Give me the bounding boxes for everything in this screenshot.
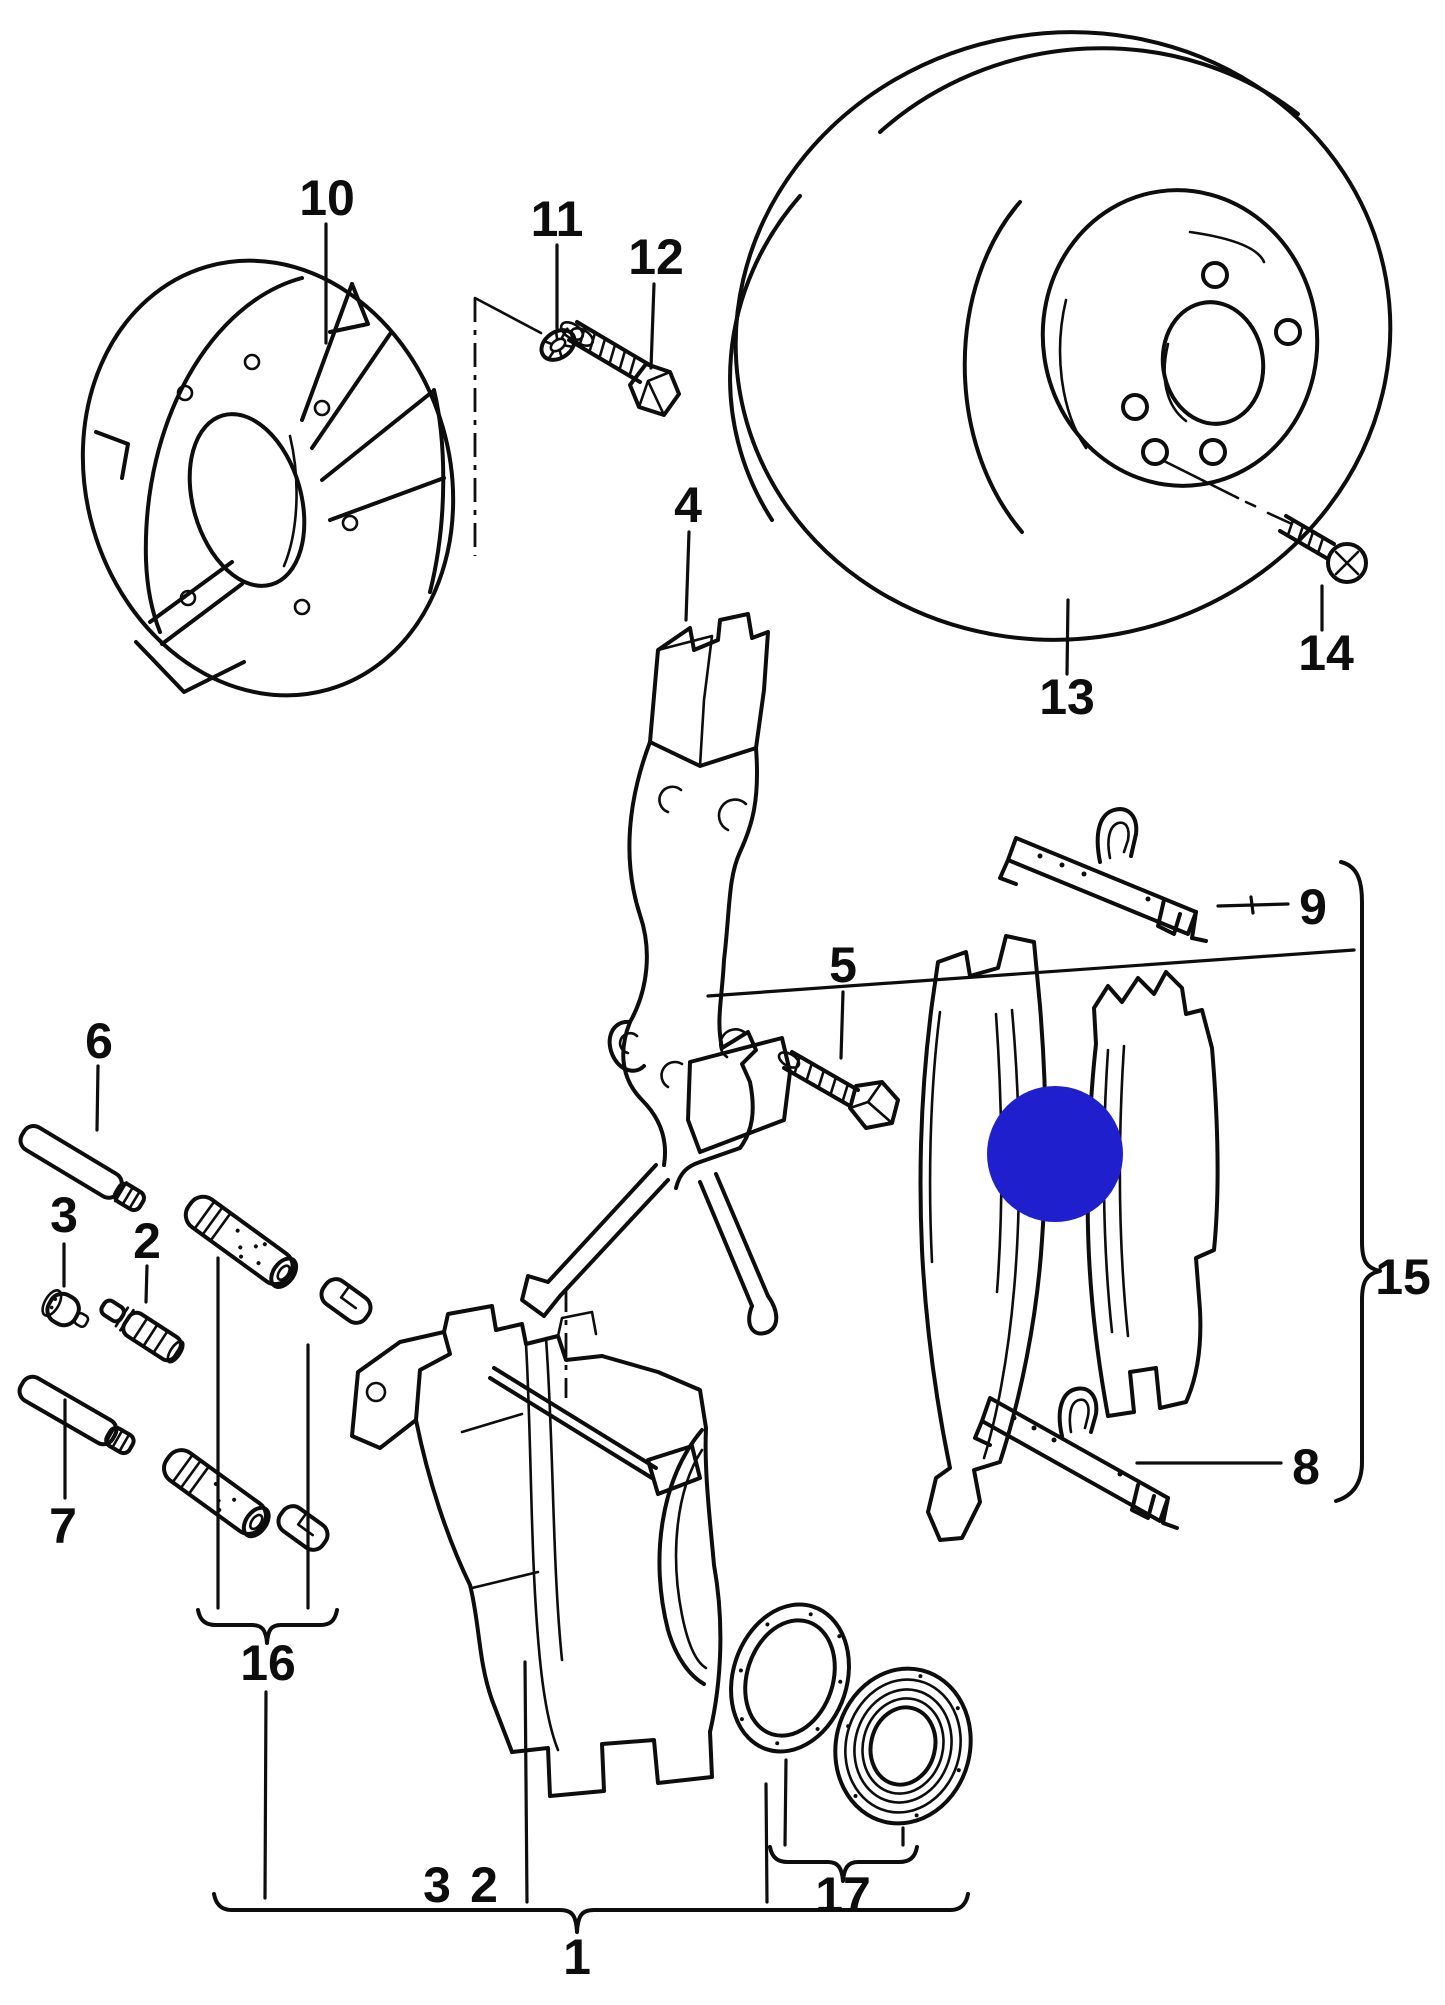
countersunk-screw-part [1162, 459, 1368, 584]
upper-guide-pin-part [18, 1123, 146, 1213]
callout-6: 6 [85, 1013, 113, 1069]
slotted-bushing-upper-part [319, 1277, 373, 1325]
guide-sleeve-lower-part [162, 1448, 271, 1539]
leader-5 [839, 990, 845, 1060]
callout-9: 9 [1299, 879, 1327, 935]
carrier-bolt-part [777, 1050, 900, 1130]
dust-boot-part [833, 1666, 973, 1826]
splash-shield-part [80, 258, 456, 698]
leader-4 [684, 530, 691, 622]
lower-retaining-spring-part [973, 1386, 1179, 1530]
callout-14: 14 [1298, 625, 1354, 681]
callout-2: 2 [133, 1213, 161, 1269]
callout-3: 3 [50, 1187, 78, 1243]
piston-seal-part [729, 1602, 851, 1754]
callout-11: 11 [531, 191, 584, 247]
callout-12: 12 [628, 229, 684, 285]
screw-axis-line [473, 296, 543, 335]
callout-4: 4 [674, 477, 702, 533]
callout-5: 5 [829, 937, 857, 993]
callout-1: 1 [563, 1929, 591, 1985]
leader-2 [144, 1264, 149, 1304]
blue-highlight-marker [987, 1086, 1123, 1222]
callout-10: 10 [299, 170, 355, 226]
callout-2-bottom: 2 [470, 1857, 498, 1913]
leader-6 [95, 1064, 100, 1132]
callout-15: 15 [1375, 1249, 1431, 1305]
guide-bushing-part [99, 1298, 185, 1364]
leader-9 [1216, 895, 1290, 915]
group-1-brace [212, 1660, 970, 1934]
callout-3-bottom: 3 [423, 1857, 451, 1913]
leader-13 [1065, 598, 1070, 676]
guide-sleeve-upper-part [183, 1194, 299, 1289]
group-16-brace [196, 1256, 339, 1900]
hex-screw-part [559, 320, 681, 417]
caliper-housing-part [350, 1304, 723, 1798]
lower-guide-pin-part [17, 1374, 136, 1456]
callout-17: 17 [815, 1867, 871, 1923]
callout-13: 13 [1039, 669, 1095, 725]
leader-12 [649, 282, 656, 370]
group-17-brace [768, 1758, 919, 1883]
lock-washer-part [539, 327, 577, 362]
pad-set-bracket [1334, 860, 1382, 1503]
callout-16: 16 [240, 1635, 296, 1691]
upper-retaining-spring-part [998, 807, 1208, 943]
callout-8: 8 [1292, 1439, 1320, 1495]
protective-cap-part [41, 1289, 90, 1329]
slotted-bushing-lower-part [276, 1504, 330, 1552]
caliper-carrier-part [520, 612, 792, 1336]
brake-disc-part [728, 30, 1393, 642]
pad-set-top-line [706, 948, 1356, 998]
callout-7: 7 [49, 1498, 77, 1554]
outer-brake-pad-part [918, 934, 1048, 1542]
